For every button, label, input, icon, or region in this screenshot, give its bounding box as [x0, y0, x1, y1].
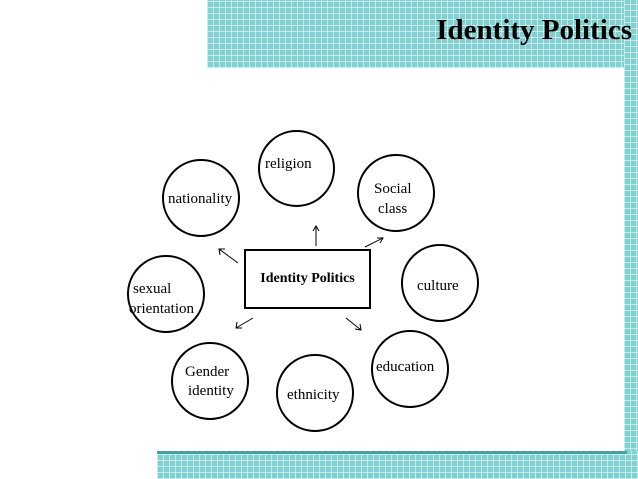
footer-divider — [157, 451, 627, 454]
node-social-class — [357, 154, 435, 232]
node-education-label: education — [376, 359, 435, 375]
node-social-class-label-line2: class — [378, 201, 408, 217]
center-box: Identity Politics — [244, 249, 371, 309]
header-band — [207, 0, 638, 68]
node-sexual-orientation — [127, 255, 205, 333]
node-religion-label: religion — [265, 156, 312, 172]
right-side-band — [624, 0, 638, 479]
slide-title: Identity Politics — [436, 14, 632, 46]
node-ethnicity — [276, 354, 354, 432]
node-gender-identity-label-line2: identity — [188, 383, 234, 399]
node-gender-identity — [171, 342, 249, 420]
node-gender-identity-label-line1: Gender — [185, 364, 230, 380]
arrow-to-nationality — [218, 248, 239, 264]
node-social-class-label-line1: Social — [374, 181, 412, 197]
node-religion — [258, 130, 335, 207]
footer-band — [157, 451, 638, 479]
node-culture — [401, 244, 479, 322]
arrow-to-education — [345, 317, 362, 331]
center-label: Identity Politics — [260, 271, 355, 286]
node-sexual-orientation-label-line1: sexual — [133, 281, 172, 297]
node-education — [371, 330, 449, 408]
node-nationality-label: nationality — [168, 191, 233, 207]
node-ethnicity-label: ethnicity — [287, 387, 340, 403]
arrow-to-sexual-orientation — [235, 317, 254, 329]
arrow-to-social-class — [364, 237, 384, 248]
node-sexual-orientation-label-line2: orientation — [129, 301, 194, 317]
node-nationality — [162, 159, 240, 237]
node-culture-label: culture — [417, 278, 459, 294]
